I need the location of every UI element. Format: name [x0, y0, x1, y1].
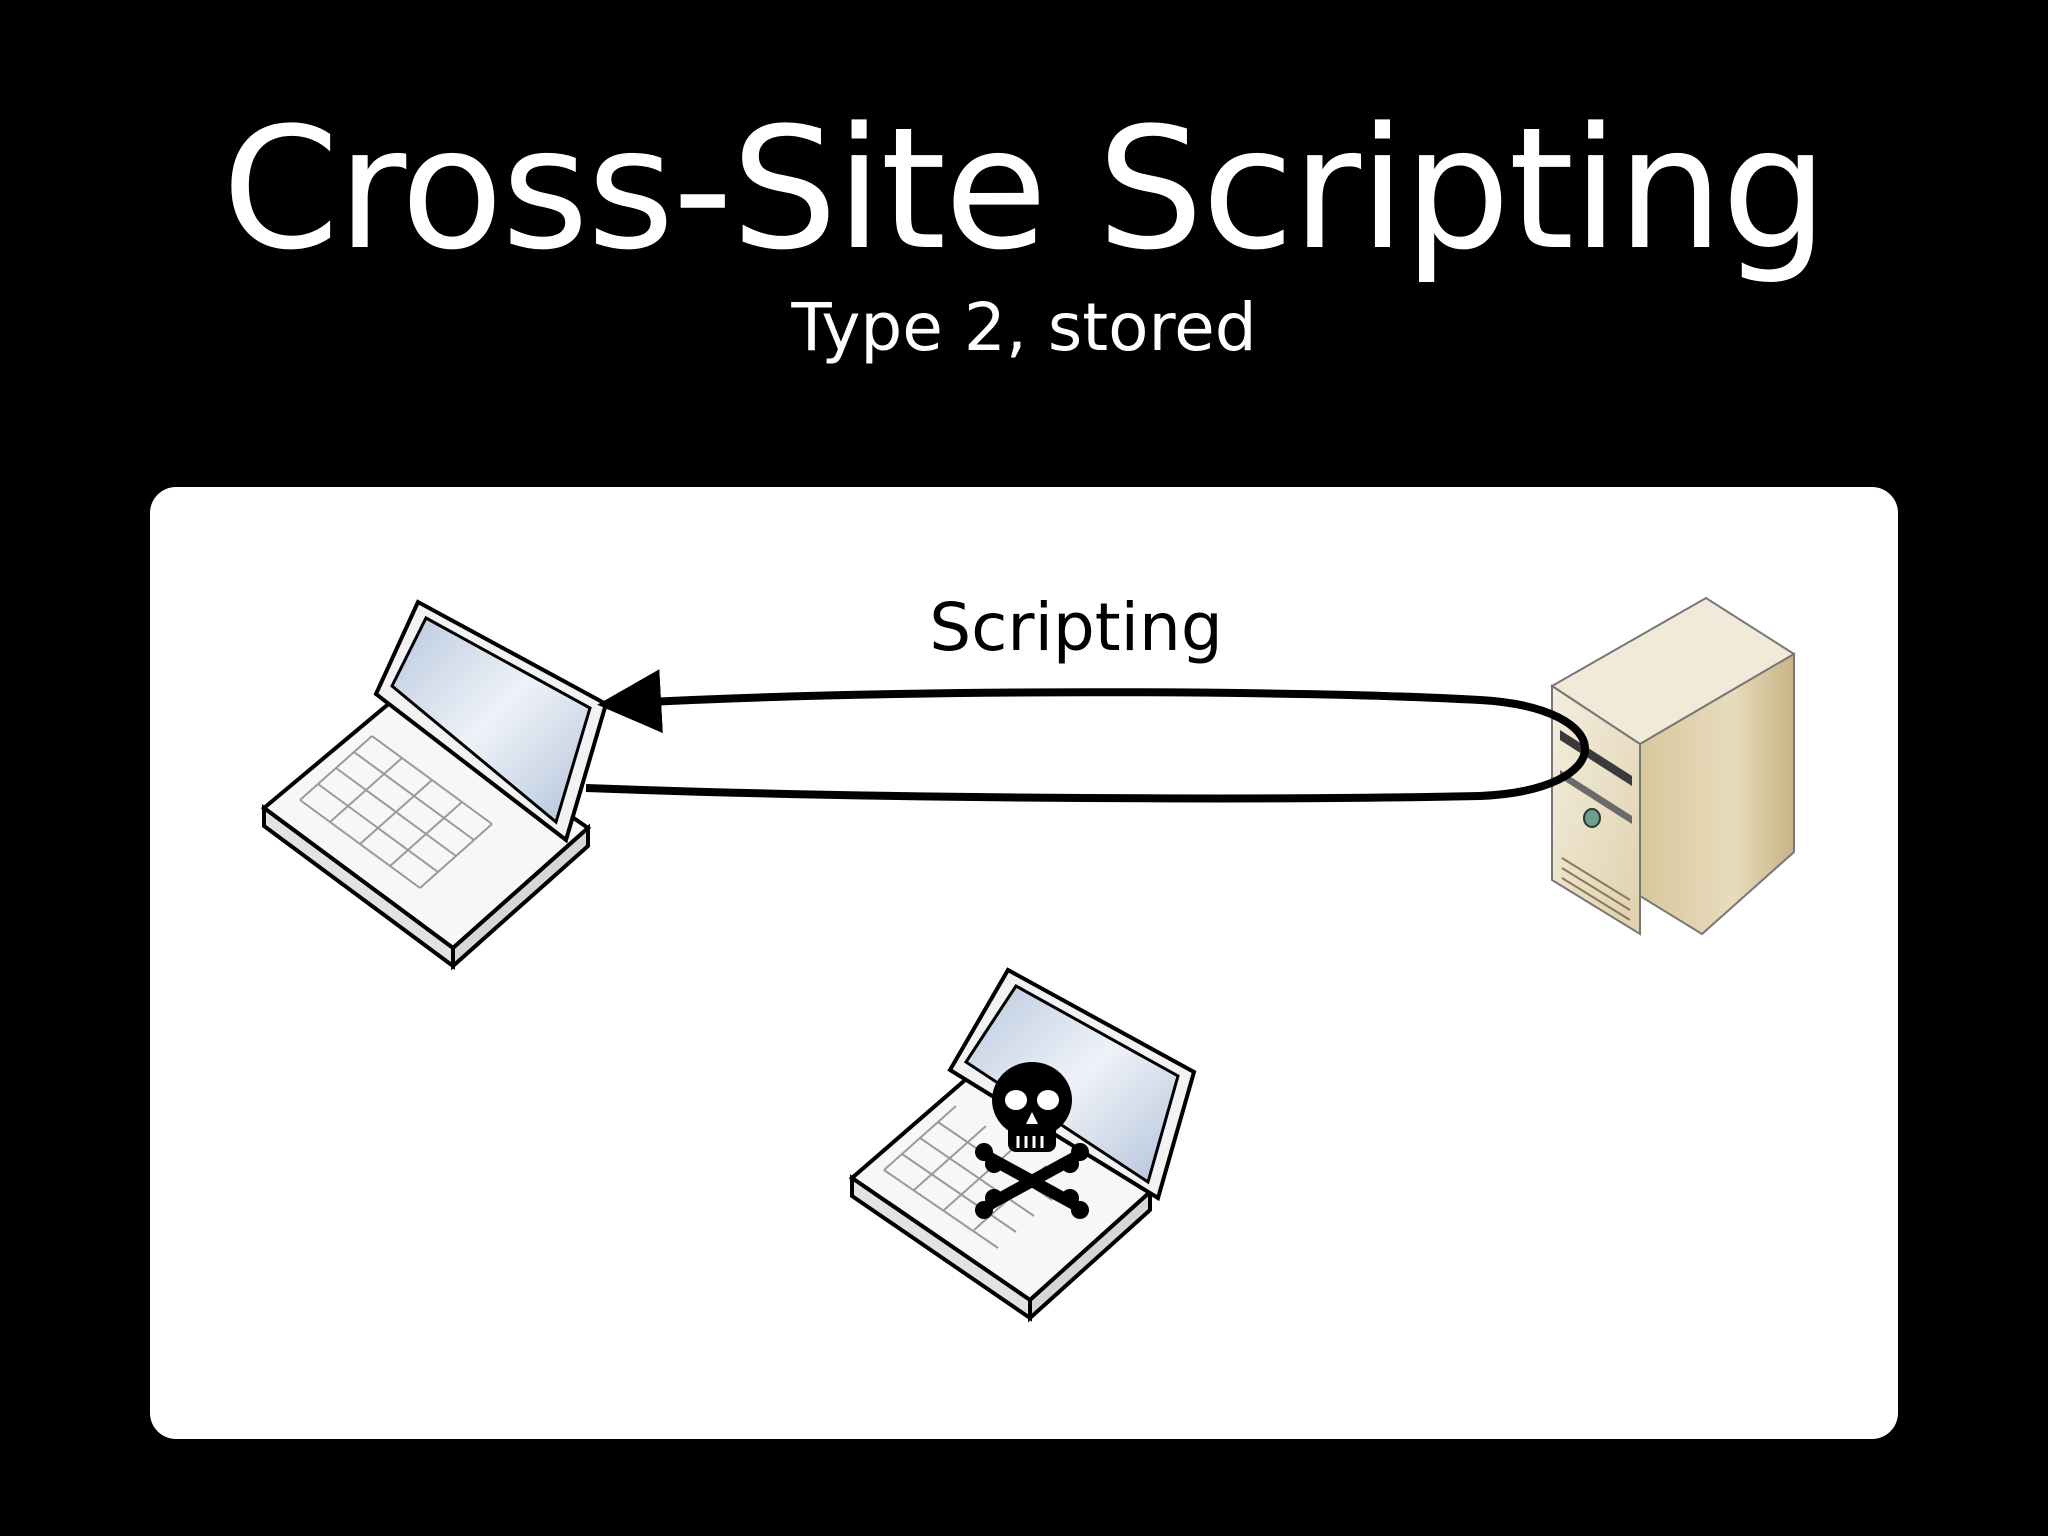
victim-laptop-icon — [260, 599, 609, 971]
scripting-flow-arrow — [585, 669, 1589, 803]
slide-title: Cross-Site Scripting — [221, 91, 1828, 287]
server-tower-icon — [1550, 596, 1796, 936]
skull-crossbones-icon — [975, 1062, 1089, 1219]
slide-subtitle: Type 2, stored — [791, 289, 1257, 366]
scripting-flow-label: Scripting — [929, 589, 1223, 666]
attacker-laptop-icon — [848, 967, 1197, 1323]
